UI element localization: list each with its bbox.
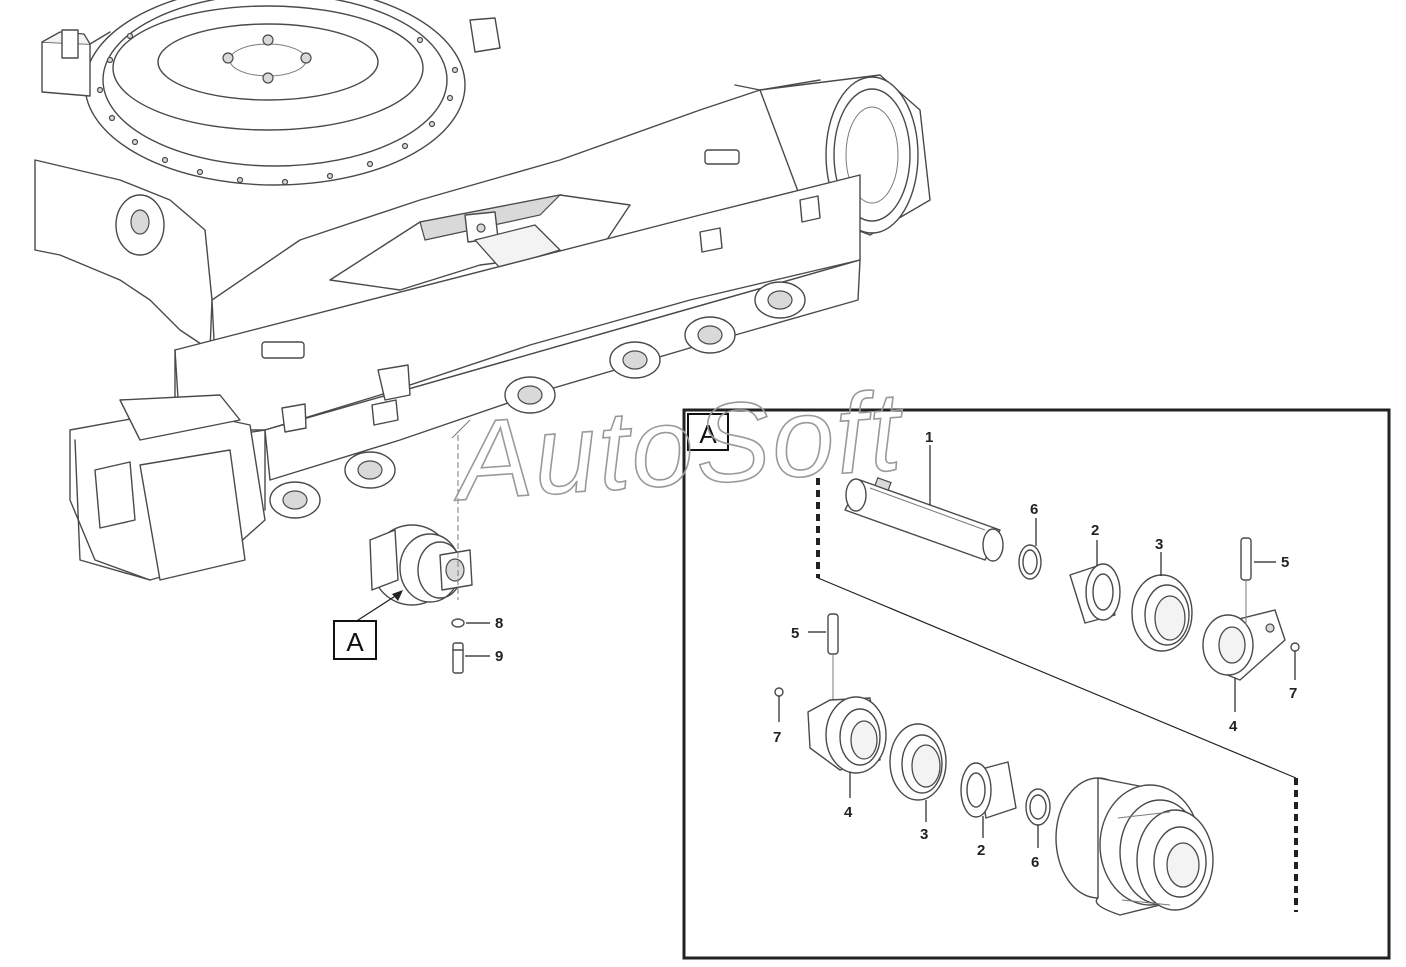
callout-8: 8 <box>495 615 503 632</box>
callout-2-lower: 2 <box>977 842 985 859</box>
callout-2-upper: 2 <box>1091 522 1099 539</box>
callout-9: 9 <box>495 648 503 665</box>
carrier-roller <box>1055 777 1214 916</box>
washer <box>451 618 465 628</box>
callout-3-lower: 3 <box>920 826 928 843</box>
seal-upper <box>1131 574 1193 652</box>
callout-5-upper: 5 <box>1281 554 1289 571</box>
bracket-upper <box>1202 609 1286 681</box>
callout-6-lower: 6 <box>1031 854 1039 871</box>
overview-leader-line <box>354 592 401 623</box>
bolt <box>452 642 464 674</box>
overview-tag-box <box>333 620 377 660</box>
track-rollers <box>269 281 806 519</box>
grease-nipple-upper <box>1290 642 1300 652</box>
callout-7-lower: 7 <box>773 729 781 746</box>
assembly-axis-frame <box>816 478 1298 912</box>
callout-1: 1 <box>925 429 933 446</box>
callout-7-upper: 7 <box>1289 685 1297 702</box>
pin-upper <box>1240 537 1252 581</box>
detail-tag-label: A <box>699 419 717 449</box>
o-ring-upper <box>1018 544 1042 580</box>
grease-nipple-lower <box>774 687 784 697</box>
callout-4-lower: 4 <box>844 804 853 821</box>
overview-tag-label: A <box>346 627 364 657</box>
bushing-upper <box>1069 563 1121 624</box>
detail-tag-box <box>687 413 729 451</box>
callout-4-upper: 4 <box>1229 718 1238 735</box>
bracket-lower <box>807 696 887 774</box>
overview-leader-arrow <box>392 590 403 601</box>
shaft <box>844 477 1004 562</box>
callout-3-upper: 3 <box>1155 536 1163 553</box>
undercarriage-frame <box>34 0 931 581</box>
detail-view-frame: A <box>682 408 1391 960</box>
o-ring-lower <box>1025 788 1051 826</box>
bushing-lower <box>960 761 1017 819</box>
carrier-roller-assembly <box>369 524 473 606</box>
callout-6-upper: 6 <box>1030 501 1038 518</box>
pin-lower <box>827 613 839 655</box>
seal-lower <box>889 723 947 801</box>
callout-5-lower: 5 <box>791 625 799 642</box>
